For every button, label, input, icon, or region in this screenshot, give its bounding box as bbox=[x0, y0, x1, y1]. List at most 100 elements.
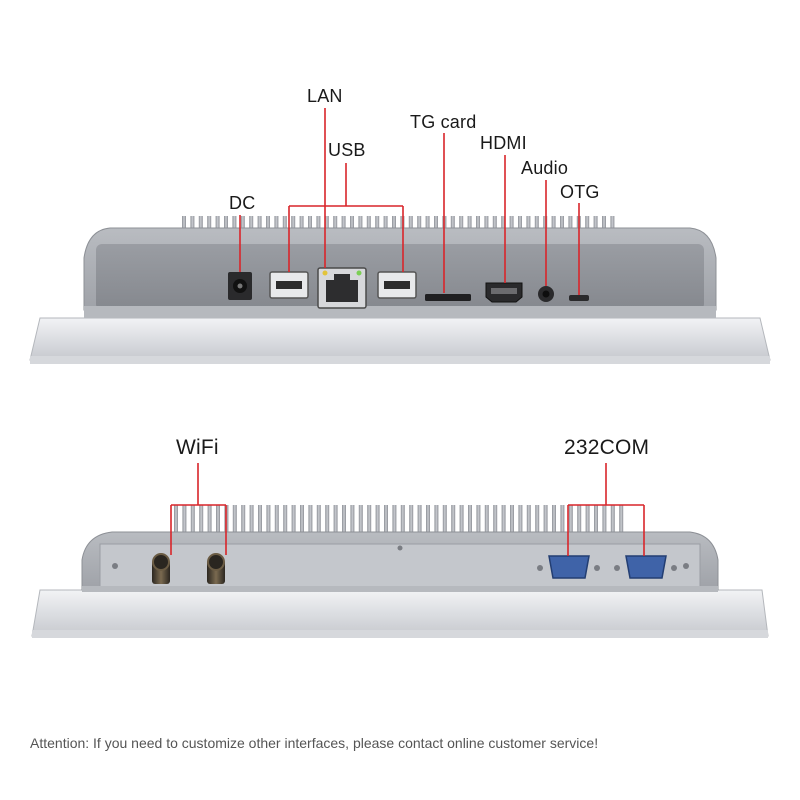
heatsink-fin bbox=[241, 505, 246, 536]
heatsink-fin bbox=[434, 216, 438, 232]
heatsink-fin bbox=[392, 505, 397, 536]
heatsink-fin bbox=[258, 505, 262, 536]
attention-note: Attention: If you need to customize othe… bbox=[30, 735, 599, 751]
heatsink-fin bbox=[426, 505, 430, 536]
heatsink-fin bbox=[350, 505, 355, 536]
usb-label: USB bbox=[328, 140, 366, 160]
heatsink-fin bbox=[358, 216, 363, 232]
heatsink-fin bbox=[425, 216, 430, 232]
heatsink-fin bbox=[526, 216, 531, 232]
heatsink-fin bbox=[560, 216, 564, 232]
heatsink-fin bbox=[350, 216, 354, 232]
heatsink-fin bbox=[450, 216, 455, 232]
top-heatsink-fins bbox=[182, 216, 615, 232]
top-device bbox=[29, 108, 771, 364]
heatsink-fin bbox=[174, 505, 178, 536]
heatsink-fin bbox=[467, 216, 472, 232]
heatsink-fin bbox=[484, 505, 489, 536]
heatsink-fin bbox=[358, 505, 363, 536]
heatsink-fin bbox=[442, 505, 447, 536]
heatsink-fin bbox=[459, 216, 464, 232]
heatsink-fin bbox=[207, 216, 212, 232]
heatsink-fin bbox=[215, 216, 220, 232]
heatsink-fin bbox=[577, 505, 582, 536]
heatsink-fin bbox=[291, 505, 296, 536]
usb-port-1 bbox=[269, 271, 309, 299]
heatsink-fin bbox=[333, 216, 338, 232]
heatsink-fin bbox=[207, 505, 212, 536]
heatsink-fin bbox=[216, 505, 220, 536]
heatsink-fin bbox=[509, 216, 514, 232]
heatsink-fin bbox=[182, 216, 186, 232]
heatsink-fin bbox=[316, 216, 321, 232]
otg-port bbox=[569, 295, 589, 301]
heatsink-fin bbox=[274, 216, 279, 232]
heatsink-fin bbox=[274, 505, 279, 536]
otg-label: OTG bbox=[560, 182, 600, 202]
heatsink-fin bbox=[375, 216, 380, 232]
heatsink-fin bbox=[375, 505, 380, 536]
hdmi-port bbox=[485, 282, 523, 303]
heatsink-fin bbox=[510, 505, 514, 536]
dc-jack bbox=[228, 272, 252, 300]
heatsink-fin bbox=[249, 505, 254, 536]
heatsink-fin bbox=[249, 216, 254, 232]
heatsink-fin bbox=[451, 505, 456, 536]
com-port-2 bbox=[614, 555, 677, 579]
heatsink-fin bbox=[409, 505, 414, 536]
heatsink-fin bbox=[316, 505, 321, 536]
heatsink-fin bbox=[199, 505, 204, 536]
heatsink-fin bbox=[593, 216, 598, 232]
heatsink-fin bbox=[417, 216, 422, 232]
heatsink-fin bbox=[610, 216, 615, 232]
heatsink-fin bbox=[190, 216, 195, 232]
heatsink-fin bbox=[552, 505, 556, 536]
lan-port bbox=[317, 267, 367, 309]
heatsink-fin bbox=[408, 216, 413, 232]
heatsink-fin bbox=[476, 216, 480, 232]
heatsink-fin bbox=[594, 505, 598, 536]
heatsink-fin bbox=[585, 216, 590, 232]
heatsink-fin bbox=[400, 505, 405, 536]
heatsink-fin bbox=[300, 505, 304, 536]
heatsink-fin bbox=[534, 216, 539, 232]
heatsink-fin bbox=[610, 505, 615, 536]
heatsink-fin bbox=[240, 216, 245, 232]
heatsink-fin bbox=[392, 216, 396, 232]
heatsink-fin bbox=[417, 505, 422, 536]
heatsink-fin bbox=[492, 216, 497, 232]
heatsink-fin bbox=[182, 505, 187, 536]
heatsink-fin bbox=[190, 505, 195, 536]
heatsink-fin bbox=[308, 505, 313, 536]
heatsink-fin bbox=[493, 505, 498, 536]
heatsink-fin bbox=[224, 216, 228, 232]
heatsink-fin bbox=[299, 216, 304, 232]
usb-port-2 bbox=[377, 271, 417, 299]
heatsink-fin bbox=[501, 505, 506, 536]
heatsink-fin bbox=[232, 505, 237, 536]
heatsink-fin bbox=[560, 505, 565, 536]
heatsink-fin bbox=[459, 505, 464, 536]
heatsink-fin bbox=[333, 505, 338, 536]
bottom-callout-lines bbox=[170, 463, 645, 556]
heatsink-fin bbox=[501, 216, 506, 232]
232com-label: 232COM bbox=[564, 436, 650, 459]
heatsink-fin bbox=[551, 216, 556, 232]
heatsink-fin bbox=[257, 216, 262, 232]
heatsink-fin bbox=[266, 505, 271, 536]
heatsink-fin bbox=[366, 216, 371, 232]
heatsink-fin bbox=[342, 505, 346, 536]
heatsink-fin bbox=[518, 505, 523, 536]
heatsink-fin bbox=[383, 216, 388, 232]
bottom-device bbox=[31, 463, 769, 638]
heatsink-fin bbox=[543, 505, 548, 536]
wifi-label: WiFi bbox=[176, 436, 219, 459]
heatsink-fin bbox=[266, 216, 270, 232]
heatsink-fin bbox=[484, 216, 489, 232]
heatsink-fin bbox=[434, 505, 439, 536]
heatsink-fin bbox=[602, 216, 606, 232]
heatsink-fin bbox=[308, 216, 312, 232]
top-callout-lines bbox=[239, 108, 580, 295]
heatsink-fin bbox=[367, 505, 372, 536]
